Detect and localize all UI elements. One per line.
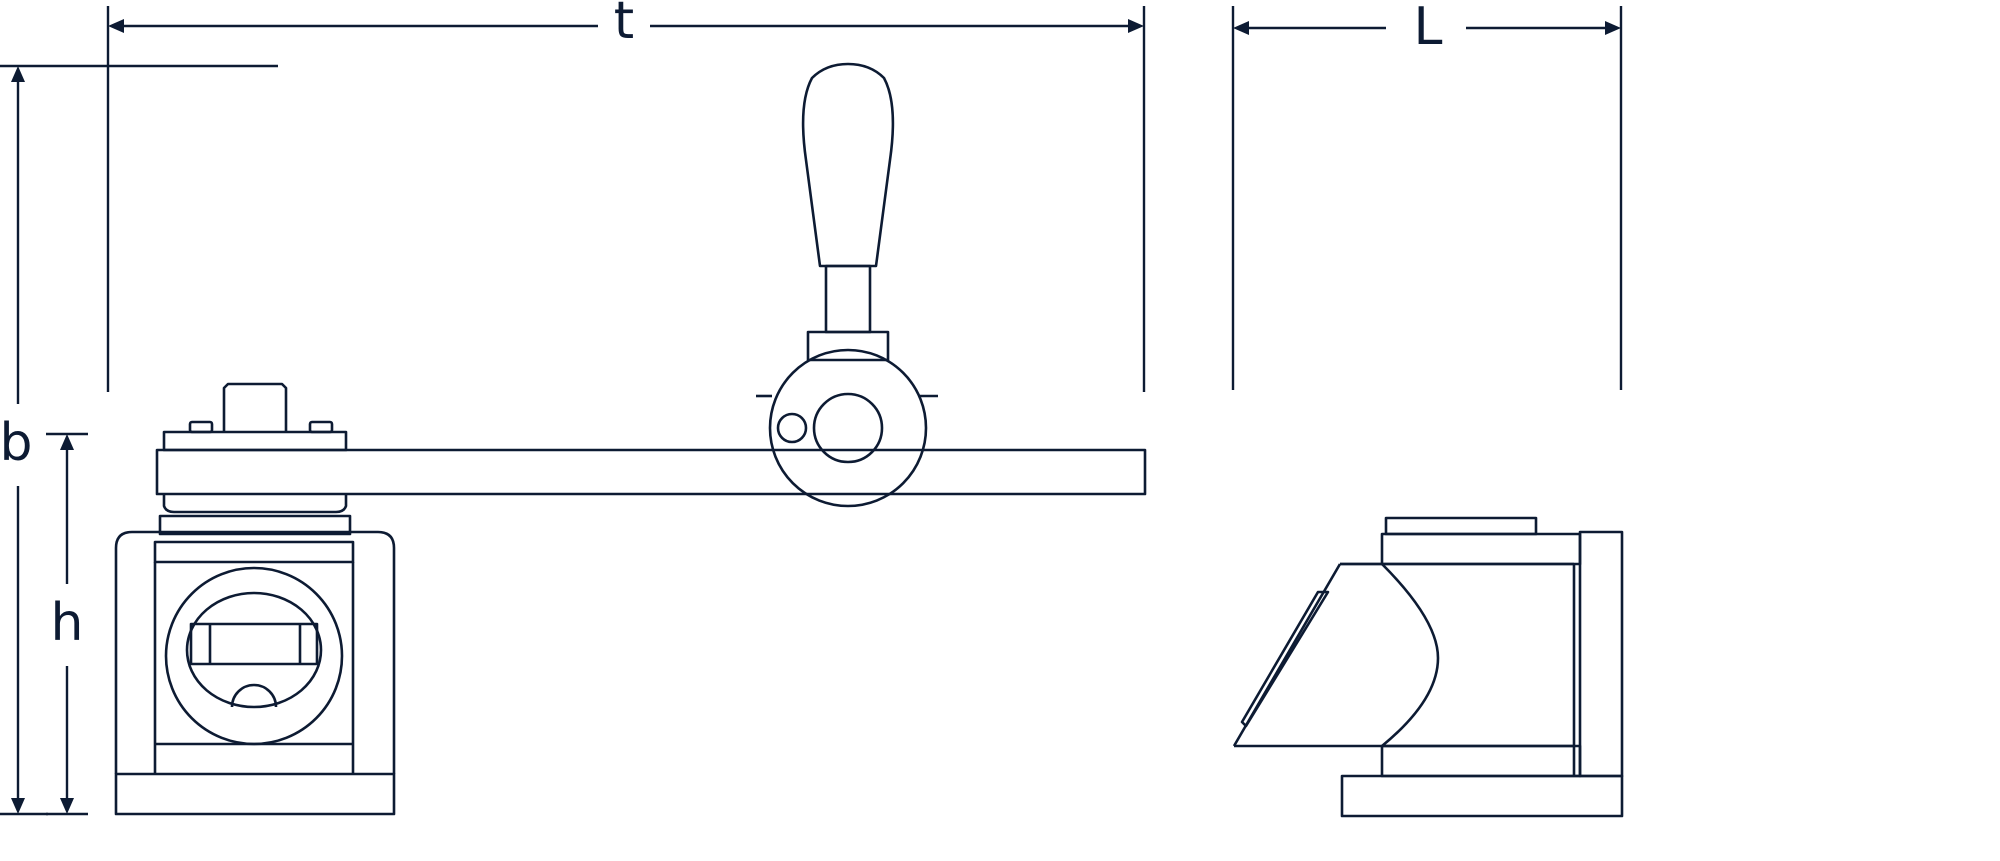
hub-pivot-circle: [812, 392, 884, 464]
dimension-t-arrow-left: [108, 19, 124, 33]
dimension-L-arrow-right: [1605, 21, 1621, 35]
dimension-t-label: t: [614, 0, 634, 51]
side-view: [1232, 516, 1624, 818]
side-back-plate: [1578, 530, 1624, 778]
hub-lock-button: [776, 412, 808, 444]
dimension-t-arrow-right: [1128, 19, 1144, 33]
dimension-h-label: h: [51, 593, 84, 653]
dimension-b-arrow-top: [11, 66, 25, 82]
front-view: [114, 62, 1147, 816]
side-body-lower-band: [1380, 744, 1582, 778]
clamp-housing-outline: [114, 530, 396, 774]
dimension-L-arrow-left: [1233, 21, 1249, 35]
side-top-band: [1380, 532, 1582, 566]
clamp-housing-top-band: [153, 540, 355, 564]
dial-outer-ring: [164, 566, 344, 746]
drive-pin-right: [308, 420, 334, 434]
side-angled-plate: [1232, 562, 1382, 747]
side-angled-plate-edge: [1240, 590, 1330, 728]
drive-pin-left: [188, 420, 214, 434]
handle-stem: [824, 264, 872, 334]
side-curved-jaw: [1381, 563, 1440, 748]
head-bottom-ring: [162, 494, 348, 514]
dial-knob: [230, 683, 278, 708]
dimension-t: t: [106, 0, 1146, 392]
square-drive: [222, 382, 288, 432]
dimension-L: L: [1231, 0, 1623, 390]
dimension-L-label: L: [1414, 0, 1443, 57]
lever-arm: [155, 448, 1147, 496]
handle-stem-base: [806, 330, 890, 362]
base-plate: [114, 772, 396, 816]
head-top-plate: [162, 430, 348, 452]
side-top-cap: [1384, 516, 1538, 536]
ratchet-hub: [768, 348, 928, 508]
dimension-b-arrow-bottom: [11, 798, 25, 814]
handle-grip: [801, 62, 895, 268]
dimension-b: b: [0, 64, 278, 816]
head-collar: [158, 514, 352, 536]
side-base-plate: [1340, 774, 1624, 818]
dimension-h: h: [46, 432, 88, 816]
dimension-b-label: b: [0, 413, 33, 473]
dial-display-window: [189, 622, 319, 666]
dimension-h-arrow-top: [60, 434, 74, 450]
dial-inner-ring: [185, 591, 323, 709]
dimension-h-arrow-bottom: [60, 798, 74, 814]
